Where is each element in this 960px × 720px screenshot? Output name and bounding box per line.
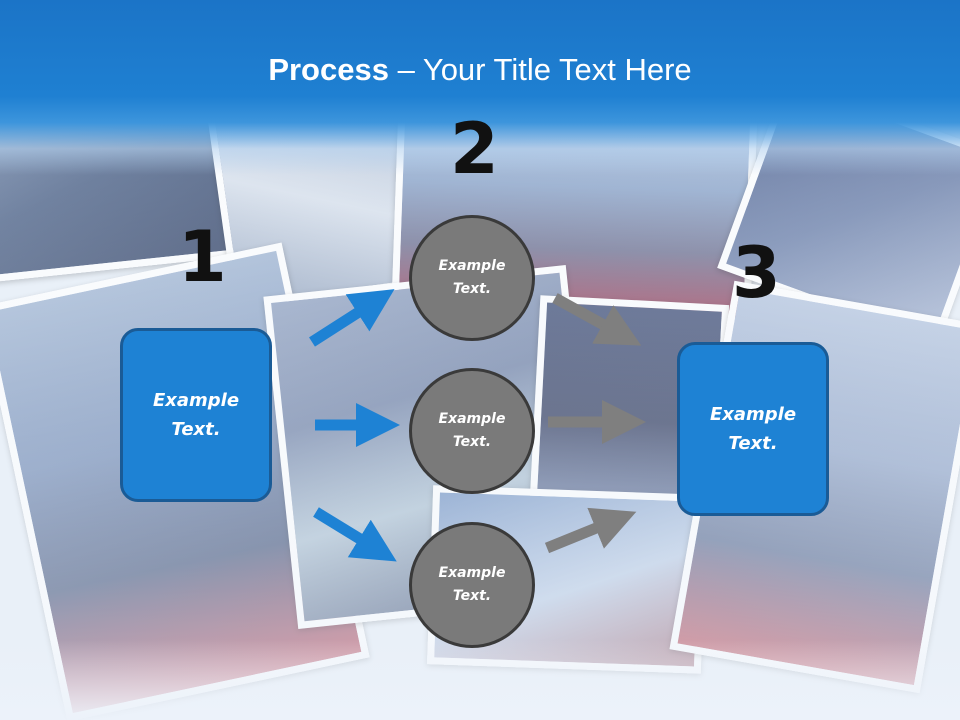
arrow-gray-down: [552, 293, 642, 346]
circle-text: Example Text.: [438, 258, 506, 297]
title-bold: Process: [268, 52, 389, 87]
step-2-circle-top: Example Text.: [409, 215, 535, 341]
bottom-fade: [0, 640, 960, 720]
step-1-box: Example Text.: [120, 328, 272, 502]
step-3-box-text: Example Text.: [709, 404, 797, 454]
circle-text: Example Text.: [438, 565, 506, 604]
slide-title: Process – Your Title Text Here: [0, 52, 960, 88]
step-number-1: 1: [178, 216, 227, 298]
header-band: [0, 0, 960, 175]
step-number-2: 2: [450, 108, 499, 190]
arrow-blue-down: [313, 507, 397, 562]
step-1-box-text: Example Text.: [152, 390, 240, 440]
step-2-circle-bottom: Example Text.: [409, 522, 535, 648]
arrow-gray-up: [544, 507, 637, 554]
circle-text: Example Text.: [438, 411, 506, 450]
arrow-blue-up: [309, 289, 395, 347]
step-2-circle-middle: Example Text.: [409, 368, 535, 494]
step-3-box: Example Text.: [677, 342, 829, 516]
step-number-3: 3: [732, 232, 781, 314]
title-rest: – Your Title Text Here: [388, 52, 692, 87]
